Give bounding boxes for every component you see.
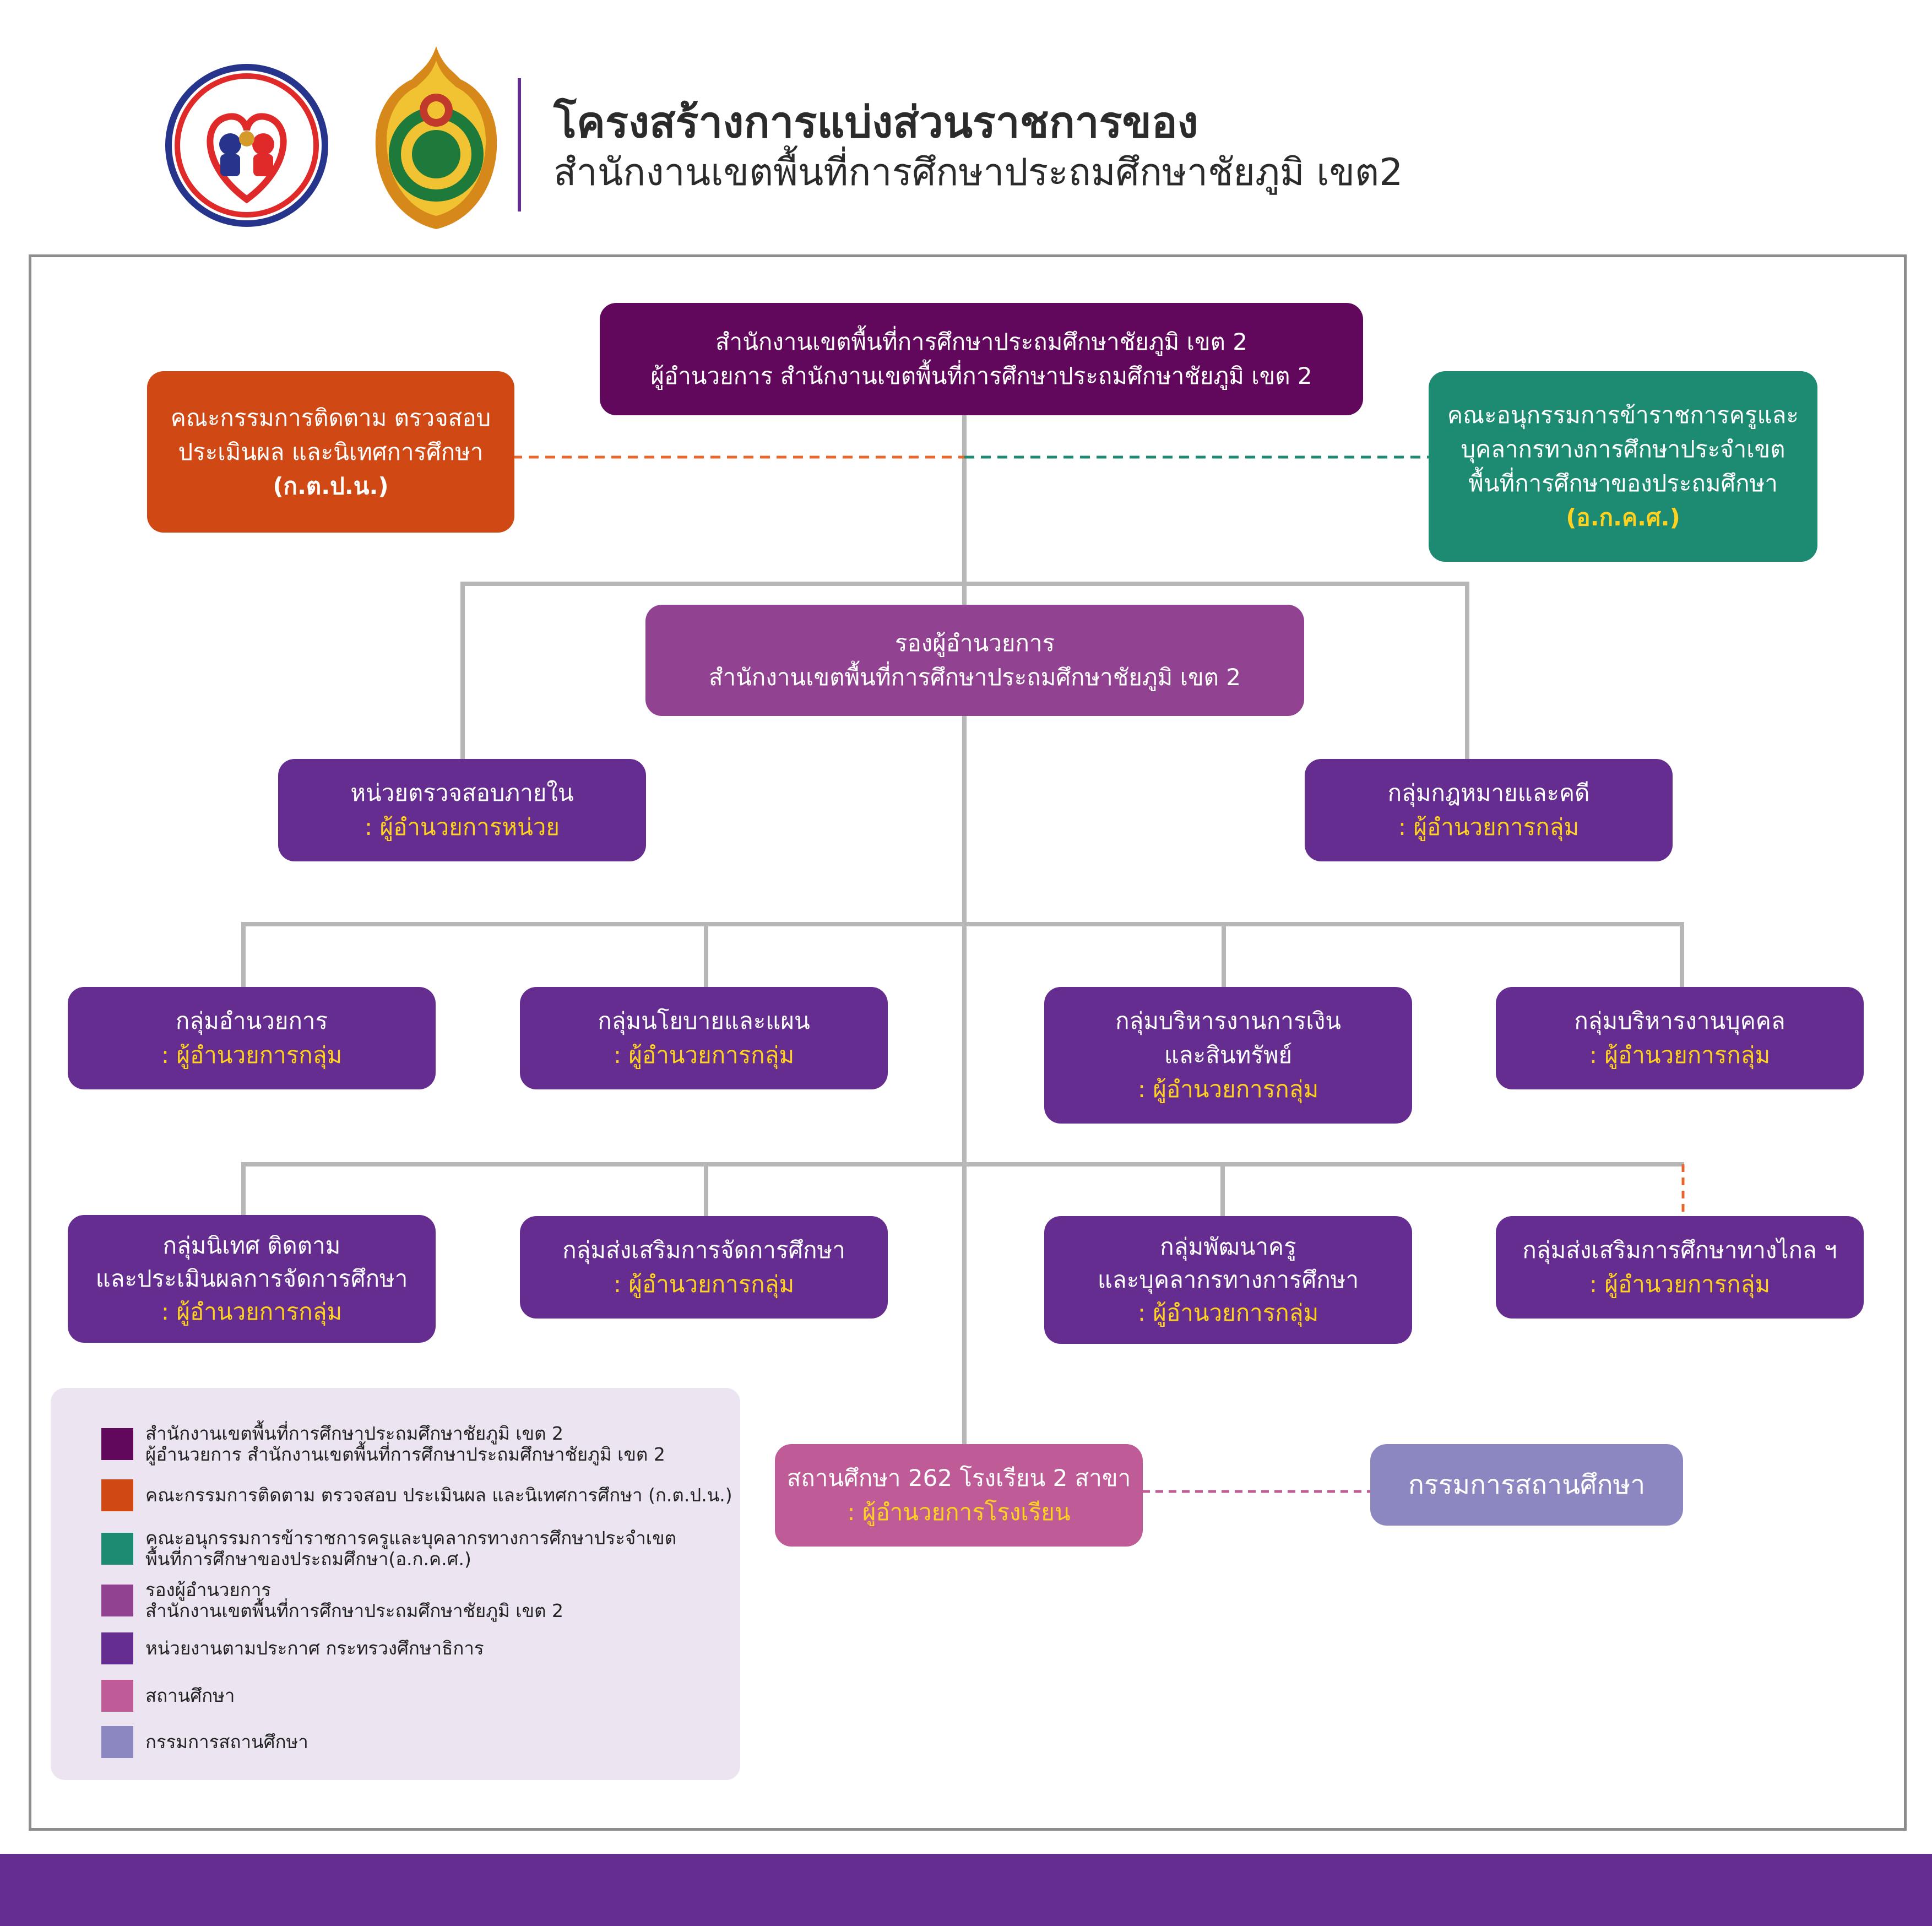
legend-item-school-committee: กรรมการสถานศึกษา <box>101 1726 308 1758</box>
monitoring-committee-line1: คณะกรรมการติดตาม ตรวจสอบ <box>170 404 491 431</box>
subcommittee-line1: คณะอนุกรรมการข้าราชการครูและ <box>1447 402 1799 428</box>
group-name: กลุ่มนิเทศ ติดตาม <box>162 1232 341 1259</box>
internal-audit-name: หน่วยตรวจสอบภายใน <box>350 779 574 806</box>
chart-frame <box>29 254 1907 1831</box>
subcommittee-abbr: (อ.ก.ค.ศ.) <box>1566 504 1680 531</box>
legal-group-name: กลุ่มกฎหมายและคดี <box>1387 779 1590 806</box>
legend-label-line2: สำนักงานเขตพื้นที่การศึกษาประถมศึกษาชัยภ… <box>145 1600 564 1621</box>
page-subtitle: สำนักงานเขตพื้นที่การศึกษาประถมศึกษาชัยภ… <box>553 151 1403 194</box>
group-head: : ผู้อำนวยการกลุ่ม <box>161 1041 343 1068</box>
row1-group-box: กลุ่มนโยบายและแผน : ผู้อำนวยการกลุ่ม <box>520 987 888 1089</box>
legend-label: กรรมการสถานศึกษา <box>145 1731 308 1753</box>
legend-item-subcommittee: คณะอนุกรรมการข้าราชการครูและบุคลากรทางกา… <box>101 1528 676 1570</box>
legend: สำนักงานเขตพื้นที่การศึกษาประถมศึกษาชัยภ… <box>51 1388 740 1780</box>
head-office-director: ผู้อำนวยการ สำนักงานเขตพื้นที่การศึกษาปร… <box>650 362 1312 389</box>
legal-group-box: กลุ่มกฎหมายและคดี : ผู้อำนวยการกลุ่ม <box>1305 759 1673 861</box>
legend-item-monitoring: คณะกรรมการติดตาม ตรวจสอบ ประเมินผล และนิ… <box>101 1479 732 1511</box>
subcommittee-box: คณะอนุกรรมการข้าราชการครูและ บุคลากรทางก… <box>1429 371 1817 562</box>
group-head: : ผู้อำนวยการกลุ่ม <box>1589 1271 1771 1298</box>
deputy-director-office: สำนักงานเขตพื้นที่การศึกษาประถมศึกษาชัยภ… <box>708 664 1241 691</box>
schools-box: สถานศึกษา 262 โรงเรียน 2 สาขา : ผู้อำนวย… <box>775 1444 1143 1547</box>
group-name: กลุ่มส่งเสริมการศึกษาทางไกล ฯ <box>1522 1236 1837 1263</box>
group-name-line2: และสินทรัพย์ <box>1164 1041 1293 1068</box>
group-head: : ผู้อำนวยการกลุ่ม <box>1589 1041 1771 1068</box>
schools-name: สถานศึกษา 262 โรงเรียน 2 สาขา <box>786 1464 1131 1491</box>
legend-item-office: สำนักงานเขตพื้นที่การศึกษาประถมศึกษาชัยภ… <box>101 1423 665 1465</box>
internal-audit-head: : ผู้อำนวยการหน่วย <box>365 813 560 840</box>
subcommittee-line2: บุคลากรทางการศึกษาประจำเขต <box>1461 436 1786 463</box>
monitoring-committee-abbr: (ก.ต.ป.น.) <box>273 472 389 500</box>
group-name: กลุ่มบริหารงานการเงิน <box>1115 1007 1341 1034</box>
deputy-director-box: รองผู้อำนวยการ สำนักงานเขตพื้นที่การศึกษ… <box>645 605 1304 716</box>
legend-item-schools: สถานศึกษา <box>101 1680 235 1712</box>
school-committee-name: กรรมการสถานศึกษา <box>1408 1469 1646 1500</box>
group-head: : ผู้อำนวยการกลุ่ม <box>1137 1076 1319 1103</box>
row2-group-box: กลุ่มส่งเสริมการศึกษาทางไกล ฯ : ผู้อำนวย… <box>1496 1216 1864 1319</box>
row1-group-box: กลุ่มบริหารงานบุคคล : ผู้อำนวยการกลุ่ม <box>1496 987 1864 1089</box>
group-name: กลุ่มส่งเสริมการจัดการศึกษา <box>562 1236 845 1263</box>
group-head: : ผู้อำนวยการกลุ่ม <box>1137 1299 1319 1326</box>
group-head: : ผู้อำนวยการกลุ่ม <box>613 1041 795 1068</box>
legend-label: รองผู้อำนวยการ <box>145 1579 272 1601</box>
group-name: กลุ่มนโยบายและแผน <box>598 1007 810 1034</box>
legend-label-line2: พื้นที่การศึกษาของประถมศึกษา(อ.ก.ค.ศ.) <box>145 1548 471 1570</box>
legend-label-line2: ผู้อำนวยการ สำนักงานเขตพื้นที่การศึกษาปร… <box>145 1444 665 1465</box>
deputy-director-title: รองผู้อำนวยการ <box>894 630 1055 657</box>
legal-group-head: : ผู้อำนวยการกลุ่ม <box>1398 813 1580 840</box>
head-office-box: สำนักงานเขตพื้นที่การศึกษาประถมศึกษาชัยภ… <box>600 303 1363 415</box>
group-name: กลุ่มอำนวยการ <box>175 1007 328 1034</box>
head-office-name: สำนักงานเขตพื้นที่การศึกษาประถมศึกษาชัยภ… <box>715 328 1248 355</box>
legend-item-units: หน่วยงานตามประกาศ กระทรวงศึกษาธิการ <box>101 1632 484 1664</box>
legend-label: คณะอนุกรรมการข้าราชการครูและบุคลากรทางกา… <box>145 1527 677 1549</box>
obec-emblem-logo <box>370 44 502 231</box>
legend-label: หน่วยงานตามประกาศ กระทรวงศึกษาธิการ <box>145 1637 484 1659</box>
school-logo <box>163 62 330 229</box>
schools-head: : ผู้อำนวยการโรงเรียน <box>847 1499 1071 1526</box>
legend-label: คณะกรรมการติดตาม ตรวจสอบ ประเมินผล และนิ… <box>145 1484 732 1506</box>
group-name: กลุ่มบริหารงานบุคคล <box>1574 1007 1786 1034</box>
group-name: กลุ่มพัฒนาครู <box>1160 1233 1296 1260</box>
row1-group-box: กลุ่มบริหารงานการเงิน และสินทรัพย์ : ผู้… <box>1044 987 1412 1124</box>
footer-band <box>0 1854 1932 1926</box>
row2-group-box: กลุ่มส่งเสริมการจัดการศึกษา : ผู้อำนวยกา… <box>520 1216 888 1319</box>
internal-audit-box: หน่วยตรวจสอบภายใน : ผู้อำนวยการหน่วย <box>278 759 646 861</box>
page-title: โครงสร้างการแบ่งส่วนราชการของ <box>553 98 1198 148</box>
monitoring-committee-box: คณะกรรมการติดตาม ตรวจสอบ ประเมินผล และนิ… <box>147 371 514 533</box>
row1-group-box: กลุ่มอำนวยการ : ผู้อำนวยการกลุ่ม <box>68 987 436 1089</box>
row2-group-box: กลุ่มพัฒนาครู และบุคลากรทางการศึกษา : ผู… <box>1044 1216 1412 1344</box>
header-divider <box>518 78 521 211</box>
legend-item-deputy: รองผู้อำนวยการ สำนักงานเขตพื้นที่การศึกษ… <box>101 1580 563 1621</box>
legend-label: สถานศึกษา <box>145 1685 235 1706</box>
subcommittee-line3: พื้นที่การศึกษาของประถมศึกษา <box>1468 470 1778 497</box>
group-name-line2: และประเมินผลการจัดการศึกษา <box>95 1265 408 1292</box>
group-head: : ผู้อำนวยการกลุ่ม <box>613 1271 795 1298</box>
group-name-line2: และบุคลากรทางการศึกษา <box>1097 1266 1359 1293</box>
monitoring-committee-line2: ประเมินผล และนิเทศการศึกษา <box>178 438 484 465</box>
row2-group-box: กลุ่มนิเทศ ติดตาม และประเมินผลการจัดการศ… <box>68 1215 436 1343</box>
legend-label: สำนักงานเขตพื้นที่การศึกษาประถมศึกษาชัยภ… <box>145 1423 564 1444</box>
school-committee-box: กรรมการสถานศึกษา <box>1370 1444 1683 1526</box>
group-head: : ผู้อำนวยการกลุ่ม <box>161 1298 343 1325</box>
